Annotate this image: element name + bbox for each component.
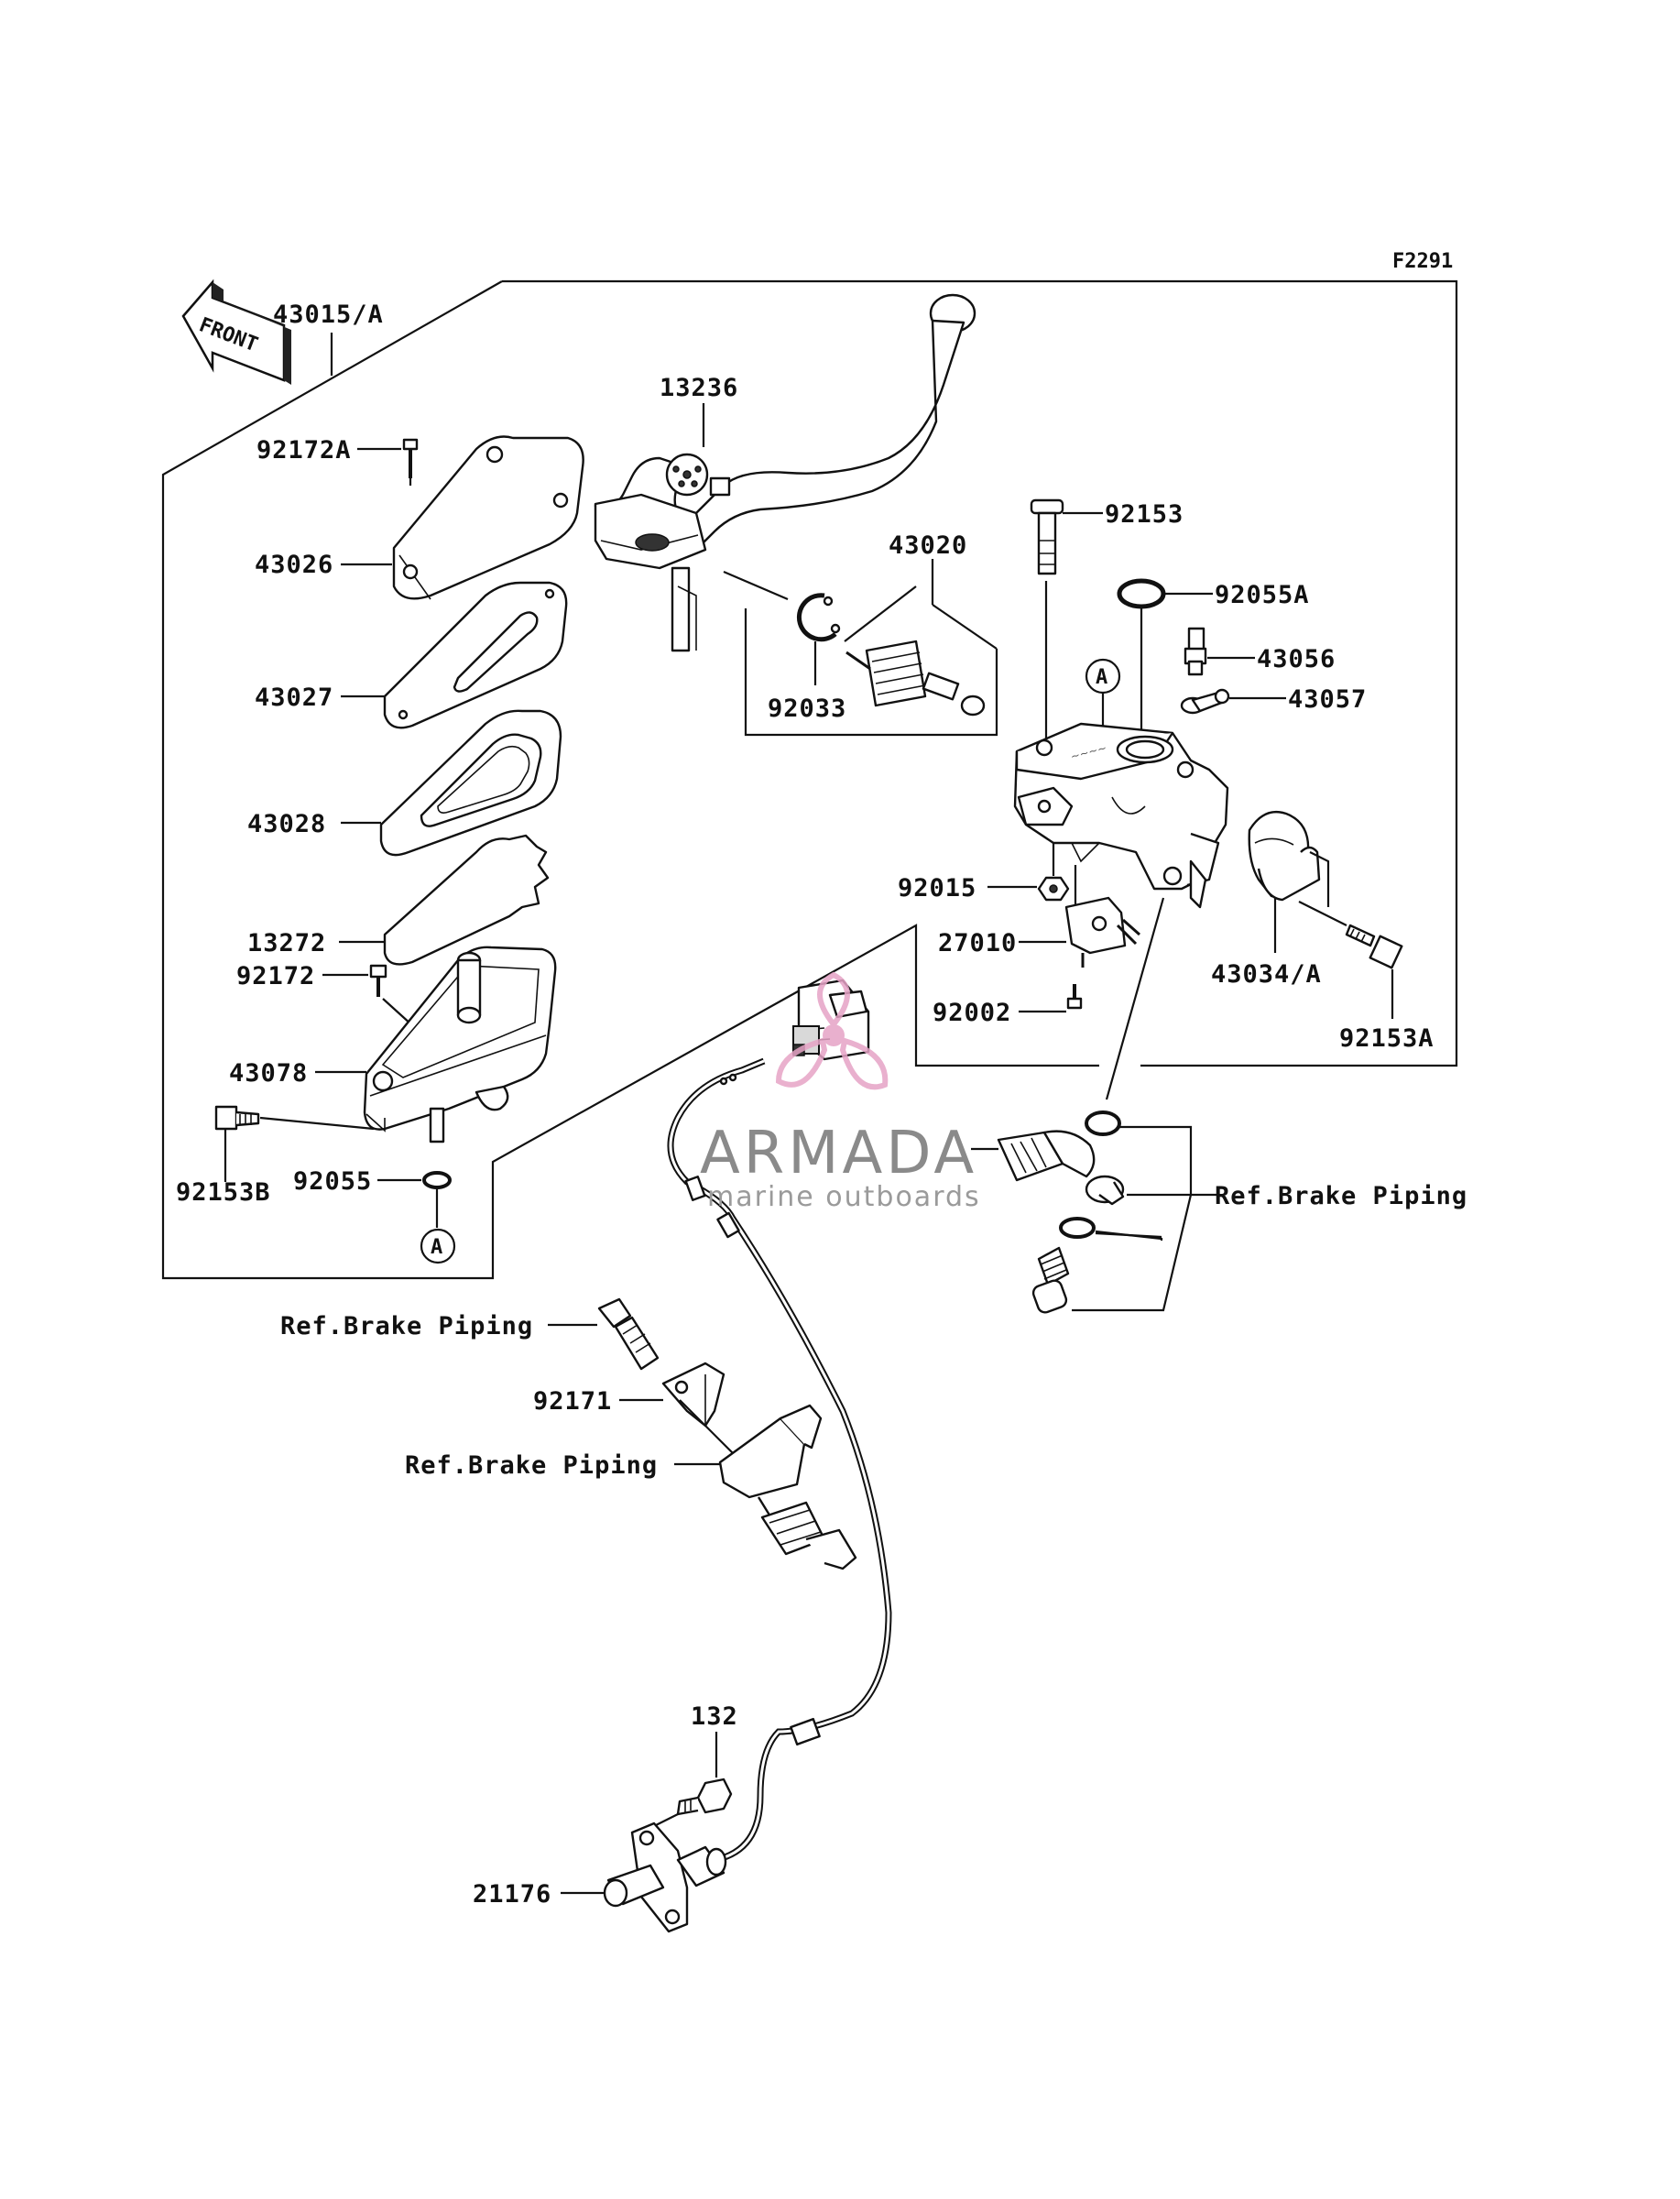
label-ref-brake-piping-2: Ref.Brake Piping: [280, 1312, 533, 1340]
label-92002: 92002: [933, 999, 1011, 1027]
bolt-icon: [597, 1297, 660, 1371]
screw-icon: [369, 964, 387, 997]
label-27010: 27010: [938, 929, 1017, 957]
piston-kit-frame: [744, 608, 998, 737]
oring-icon: [1117, 578, 1166, 609]
label-92033: 92033: [768, 695, 846, 723]
nut-icon: [1037, 876, 1070, 902]
armada-logo-icon: [775, 971, 889, 1090]
label-92055: 92055: [293, 1167, 372, 1196]
label-21176: 21176: [473, 1880, 551, 1909]
label-92153A: 92153A: [1339, 1024, 1435, 1053]
label-92172: 92172: [236, 962, 315, 990]
circlip-icon: [796, 593, 841, 642]
front-arrow-icon: FRONT: [181, 279, 291, 385]
label-13272: 13272: [247, 929, 326, 957]
assembly-frame: [502, 279, 1458, 1067]
label-13236: 13236: [660, 374, 738, 402]
svg-text:A: A: [431, 1236, 442, 1259]
label-92153B: 92153B: [176, 1178, 271, 1207]
label-43057: 43057: [1288, 685, 1367, 714]
hose-fitting: [718, 1404, 857, 1570]
screw-icon: [402, 438, 419, 478]
label-ref-brake-piping-3: Ref.Brake Piping: [405, 1451, 658, 1480]
figure-code: F2291: [1392, 250, 1453, 273]
reservoir-cap: [392, 435, 584, 600]
banjo-fitting: [997, 1110, 1125, 1314]
watermark-tagline: marine outboards: [707, 1181, 981, 1213]
label-92172A: 92172A: [256, 436, 352, 465]
bleeder-icon: [1184, 627, 1207, 676]
bolt-icon: [214, 1105, 260, 1131]
reservoir-plate: [383, 581, 568, 729]
sensor-cable: [667, 979, 892, 1864]
brake-lever: [594, 293, 976, 652]
bleeder-cap-icon: [1180, 688, 1230, 715]
label-92171: 92171: [533, 1387, 612, 1416]
label-92015: 92015: [898, 874, 976, 903]
label-92153: 92153: [1105, 500, 1184, 529]
label-43056: 43056: [1257, 645, 1336, 673]
diaphragm: [379, 709, 562, 857]
label-43078: 43078: [229, 1059, 308, 1088]
oring-icon: [422, 1171, 452, 1189]
label-43027: 43027: [255, 684, 333, 712]
master-cylinder-body: ~~~~: [1013, 722, 1229, 909]
label-43026: 43026: [255, 551, 333, 579]
screw-icon: [1066, 984, 1083, 1010]
piston-spring: [845, 640, 986, 717]
watermark-brand: ARMADA: [700, 1120, 977, 1187]
watermark: ARMADA marine outboards: [700, 971, 981, 1213]
label-43020: 43020: [889, 531, 967, 560]
reference-mark-a: A: [1085, 658, 1121, 695]
speed-sensor: [603, 1822, 727, 1933]
label-43015: 43015/A: [273, 301, 384, 329]
svg-text:A: A: [1096, 666, 1107, 689]
handlebar-holder: [1248, 810, 1321, 902]
bolt-icon: [1345, 924, 1403, 969]
label-132: 132: [691, 1702, 738, 1731]
label-92055A: 92055A: [1215, 581, 1310, 609]
label-43028: 43028: [247, 810, 326, 838]
label-ref-brake-piping-1: Ref.Brake Piping: [1215, 1182, 1467, 1210]
bolt-icon: [676, 1778, 733, 1816]
reference-mark-a: A: [420, 1228, 456, 1264]
float: [383, 834, 550, 966]
reservoir-body: [363, 946, 557, 1143]
pivot-bolt-icon: [1030, 498, 1064, 575]
assembly-frame-lower: [161, 280, 1099, 1280]
brake-switch: [1064, 896, 1140, 968]
clamp-icon: [661, 1362, 725, 1428]
label-43034A: 43034/A: [1211, 960, 1322, 989]
